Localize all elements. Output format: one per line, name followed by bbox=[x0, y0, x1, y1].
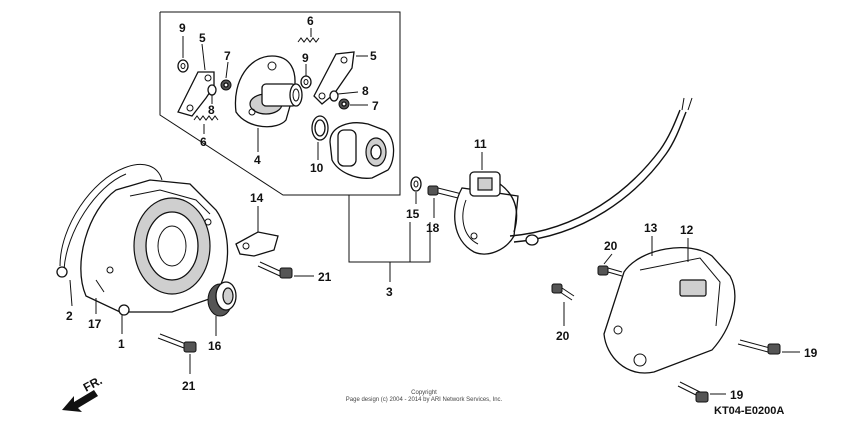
cover-part-12[interactable] bbox=[603, 236, 736, 374]
diagram-code: KT04-E0200A bbox=[714, 405, 784, 417]
callout-18: 18 bbox=[426, 221, 440, 235]
callout-1: 1 bbox=[118, 337, 125, 351]
callout-7-right: 7 bbox=[372, 99, 379, 113]
bolt-part-21-lower[interactable] bbox=[157, 333, 197, 374]
callout-2: 2 bbox=[66, 309, 73, 323]
callout-3: 3 bbox=[386, 285, 393, 299]
crankcase-cover-part-1[interactable] bbox=[80, 179, 229, 334]
callout-21-lower: 21 bbox=[182, 379, 196, 393]
bolt-part-20-upper[interactable] bbox=[597, 253, 623, 277]
bolt-part-21-upper[interactable] bbox=[257, 261, 314, 279]
callout-16: 16 bbox=[208, 339, 222, 353]
bearing-part-16[interactable] bbox=[207, 281, 237, 336]
washer-part-8-right[interactable] bbox=[329, 90, 359, 102]
cam-part-3[interactable] bbox=[329, 122, 395, 179]
bolt-part-19-lower[interactable] bbox=[677, 381, 726, 403]
callout-14: 14 bbox=[250, 191, 264, 205]
bolt-part-18[interactable] bbox=[427, 185, 463, 218]
spring-part-6-left[interactable] bbox=[193, 115, 219, 134]
nut-part-7-right[interactable] bbox=[338, 98, 368, 110]
callout-6-left: 6 bbox=[200, 135, 207, 149]
callout-10: 10 bbox=[310, 161, 324, 175]
washer-part-15[interactable] bbox=[410, 176, 422, 204]
callout-5-left: 5 bbox=[199, 31, 206, 45]
spring-part-6-top[interactable] bbox=[297, 28, 320, 43]
washer-part-9-right[interactable] bbox=[300, 64, 312, 89]
bolt-part-19-upper[interactable] bbox=[737, 339, 800, 355]
copyright-line-1: Copyright bbox=[411, 390, 437, 396]
callout-19-lower: 19 bbox=[730, 388, 744, 402]
weight-part-5-right[interactable] bbox=[313, 51, 368, 105]
callout-9-right: 9 bbox=[302, 51, 309, 65]
governor-plate-part-4[interactable] bbox=[234, 55, 303, 152]
callout-13: 13 bbox=[644, 221, 658, 235]
ignition-coil-part-11[interactable] bbox=[454, 152, 519, 255]
callout-4: 4 bbox=[254, 153, 261, 167]
assembly-bracket bbox=[159, 11, 431, 282]
callout-19-upper: 19 bbox=[804, 346, 818, 360]
gasket-part-2[interactable] bbox=[56, 164, 163, 307]
callout-7-left: 7 bbox=[224, 49, 231, 63]
callout-21-upper: 21 bbox=[318, 270, 332, 284]
ring-part-10[interactable] bbox=[311, 115, 329, 160]
front-arrow-label: FR. bbox=[81, 373, 105, 394]
callout-17: 17 bbox=[88, 317, 102, 331]
bolt-part-20-lower[interactable] bbox=[551, 283, 575, 326]
washer-part-9-left[interactable] bbox=[177, 36, 189, 73]
callout-6-top: 6 bbox=[307, 14, 314, 28]
callout-8-left: 8 bbox=[208, 103, 215, 117]
callout-11: 11 bbox=[474, 137, 487, 151]
copyright-line-2: Page design (c) 2004 - 2014 by ARI Netwo… bbox=[346, 397, 503, 403]
callout-20-lower: 20 bbox=[556, 329, 570, 343]
front-direction-arrow: FR. bbox=[62, 373, 104, 412]
callout-9-left: 9 bbox=[179, 21, 186, 35]
washer-part-8-left[interactable] bbox=[207, 84, 217, 104]
callout-5-right: 5 bbox=[370, 49, 377, 63]
callout-8-right: 8 bbox=[362, 84, 369, 98]
callout-20-upper: 20 bbox=[604, 239, 618, 253]
callout-15: 15 bbox=[406, 207, 420, 221]
bracket-part-14[interactable] bbox=[235, 206, 279, 257]
nut-part-7-left[interactable] bbox=[220, 61, 232, 91]
callout-12: 12 bbox=[680, 223, 694, 237]
wire-harness bbox=[509, 97, 693, 246]
